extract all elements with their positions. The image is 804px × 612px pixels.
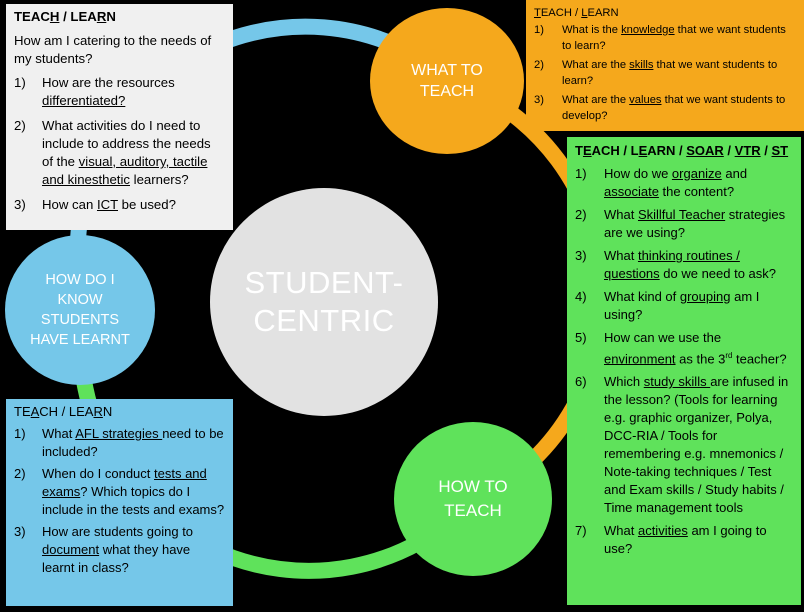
list-item: 4)What kind of grouping am I using? (575, 289, 760, 322)
box-header: TEACH / LEARN (14, 404, 113, 419)
list-item: 7)What activities am I going to use? (575, 523, 767, 557)
list-item: 3)How are students going to document wha… (14, 524, 194, 575)
box-header: TEACH / LEARN (534, 7, 619, 19)
list-item: 2)What Skillful Teacher strategies are w… (575, 207, 786, 240)
circle-label: WHAT TO TEACH (411, 62, 483, 100)
box-intro: How am I catering to the needs of my stu… (14, 33, 212, 66)
list-item: 3)What are the values that we want stude… (534, 94, 786, 122)
circle-how-do-i-know: HOW DO I KNOW STUDENTS HAVE LEARNT (5, 235, 155, 385)
list-item: 5)How can we use the environment as the … (575, 330, 787, 367)
list-item: 2)When do I conduct tests and exams? Whi… (14, 466, 225, 517)
list-item: 1)What AFL strategies need to be include… (14, 426, 224, 459)
list-item: 2)What are the skills that we want stude… (534, 59, 778, 87)
box-how-to-teach: TEACH / LEARN / SOAR / VTR / ST 1)How do… (567, 137, 801, 605)
box-header: TEACH / LEARN / SOAR / VTR / ST (575, 143, 789, 158)
circle-label: STUDENT- CENTRIC (244, 265, 404, 338)
circle-student-centric: STUDENT- CENTRIC (210, 188, 438, 416)
list-item: 2)What activities do I need to include t… (14, 118, 211, 187)
list-item: 3)How can ICT be used? (14, 197, 176, 212)
list-item: 6)Which study skills are infused in the … (575, 374, 789, 516)
circle-what-to-teach: WHAT TO TEACH (370, 8, 524, 154)
circle-label: HOW DO I KNOW STUDENTS HAVE LEARNT (30, 272, 130, 348)
list-item: 3)What thinking routines / questions do … (575, 248, 777, 281)
list-item: 1)How are the resources differentiated? (14, 75, 175, 108)
list-item: 1)How do we organize and associate the c… (575, 166, 748, 199)
box-catering-needs: TEACH / LEARN How am I catering to the n… (6, 4, 233, 230)
box-header: TEACH / LEARN (14, 9, 116, 24)
box-what-to-teach: TEACH / LEARN 1)What is the knowledge th… (526, 0, 804, 131)
circle-label: HOW TO TEACH (438, 477, 508, 520)
list-item: 1)What is the knowledge that we want stu… (534, 24, 786, 52)
circle-how-to-teach: HOW TO TEACH (394, 422, 552, 576)
box-assessment: TEACH / LEARN 1)What AFL strategies need… (6, 399, 233, 606)
